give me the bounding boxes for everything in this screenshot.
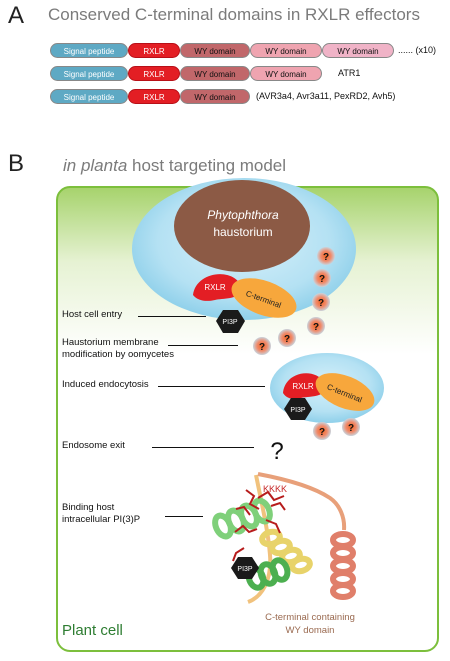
- svg-text:?: ?: [259, 342, 265, 353]
- endosome-exit-question: ?: [270, 438, 283, 465]
- panel-b-letter: B: [8, 150, 25, 177]
- binding-label-1: Binding host: [62, 502, 115, 513]
- leader-line: [158, 386, 265, 387]
- panel-a-letter: A: [8, 2, 25, 29]
- membrane-label-1: Haustorium membrane: [62, 337, 159, 348]
- question-vesicle: ?: [342, 418, 360, 436]
- pi3p-label: PI3P: [237, 566, 253, 573]
- signal-peptide-domain: Signal peptide: [50, 89, 128, 104]
- wy-domain: WY domain: [322, 43, 394, 58]
- leader-line: [168, 345, 238, 346]
- wy-domain: WY domain: [180, 66, 250, 81]
- wy-domain: WY domain: [180, 43, 250, 58]
- rxlr-label: RXLR: [292, 382, 314, 391]
- pi3p-hexagon: [231, 557, 259, 579]
- signal-peptide-domain: Signal peptide: [50, 66, 128, 81]
- svg-text:?: ?: [348, 423, 354, 434]
- haustorium-label-1: Phytophthora: [207, 208, 279, 222]
- helix-green-lower: [245, 557, 291, 591]
- binding-label-2: intracellular PI(3)P: [62, 514, 141, 525]
- rxlr-domain-shape: [193, 274, 243, 301]
- question-vesicle: ?: [278, 329, 296, 347]
- structure-caption-1: C-terminal containing: [265, 612, 355, 623]
- rxlr-label: RXLR: [204, 283, 226, 292]
- question-vesicle: ?: [313, 269, 331, 287]
- rxlr-domain-shape: [283, 373, 327, 399]
- rxlr-domain: RXLR: [128, 43, 180, 58]
- rxlr-domain: RXLR: [128, 66, 180, 81]
- signal-peptide-domain: Signal peptide: [50, 43, 128, 58]
- wy-domain-structure: [212, 472, 356, 604]
- endosome-exit-label: Endosome exit: [62, 440, 125, 451]
- membrane-label-2: modification by oomycetes: [62, 349, 174, 360]
- kkkk-label: KKKK: [263, 484, 287, 494]
- question-vesicle: ?: [312, 293, 330, 311]
- c-terminal-shape: [231, 278, 297, 318]
- haustorium-label-2: haustorium: [213, 225, 272, 239]
- question-vesicle: ?: [307, 317, 325, 335]
- leader-line: [152, 447, 254, 448]
- svg-text:?: ?: [313, 322, 319, 333]
- question-vesicle: ?: [253, 337, 271, 355]
- svg-text:?: ?: [319, 274, 325, 285]
- rxlr-domain: RXLR: [128, 89, 180, 104]
- structure-caption-2: WY domain: [286, 625, 335, 636]
- helix-yellow: [259, 528, 313, 575]
- svg-text:?: ?: [319, 427, 325, 438]
- svg-text:?: ?: [323, 252, 329, 263]
- pi3p-hexagon: [216, 310, 245, 333]
- leader-line: [138, 316, 206, 317]
- panel-a-title: Conserved C-terminal domains in RXLR eff…: [48, 5, 420, 24]
- panel-b-title-italic: in planta: [63, 156, 128, 175]
- row-suffix: ...... (x10): [398, 45, 437, 55]
- pi3p-label: PI3P: [290, 407, 306, 414]
- haustorium-body: [174, 180, 310, 272]
- pi3p-hexagon: [284, 398, 312, 420]
- leader-line: [165, 516, 203, 517]
- wy-domain: WY domain: [250, 43, 322, 58]
- row-suffix: ATR1: [338, 68, 361, 78]
- svg-text:?: ?: [318, 298, 324, 309]
- row-suffix: (AVR3a4, Avr3a11, PexRD2, Avh5): [256, 91, 396, 101]
- wy-domain: WY domain: [250, 66, 322, 81]
- helix-salmon: [330, 531, 356, 600]
- host-cell-entry-label: Host cell entry: [62, 309, 123, 320]
- panel-b-title: in planta host targeting model: [63, 156, 286, 176]
- svg-text:?: ?: [284, 334, 290, 345]
- c-terminal-shape: [315, 373, 375, 411]
- wy-domain: WY domain: [180, 89, 250, 104]
- lysine-side-chains: [232, 489, 286, 562]
- endocytosis-label: Induced endocytosis: [62, 379, 149, 390]
- question-vesicle: ?: [313, 422, 331, 440]
- panel-b-title-rest: host targeting model: [127, 156, 287, 175]
- question-vesicle: ?: [317, 247, 335, 265]
- plant-cell-label: Plant cell: [62, 622, 123, 639]
- pi3p-label: PI3P: [222, 319, 238, 326]
